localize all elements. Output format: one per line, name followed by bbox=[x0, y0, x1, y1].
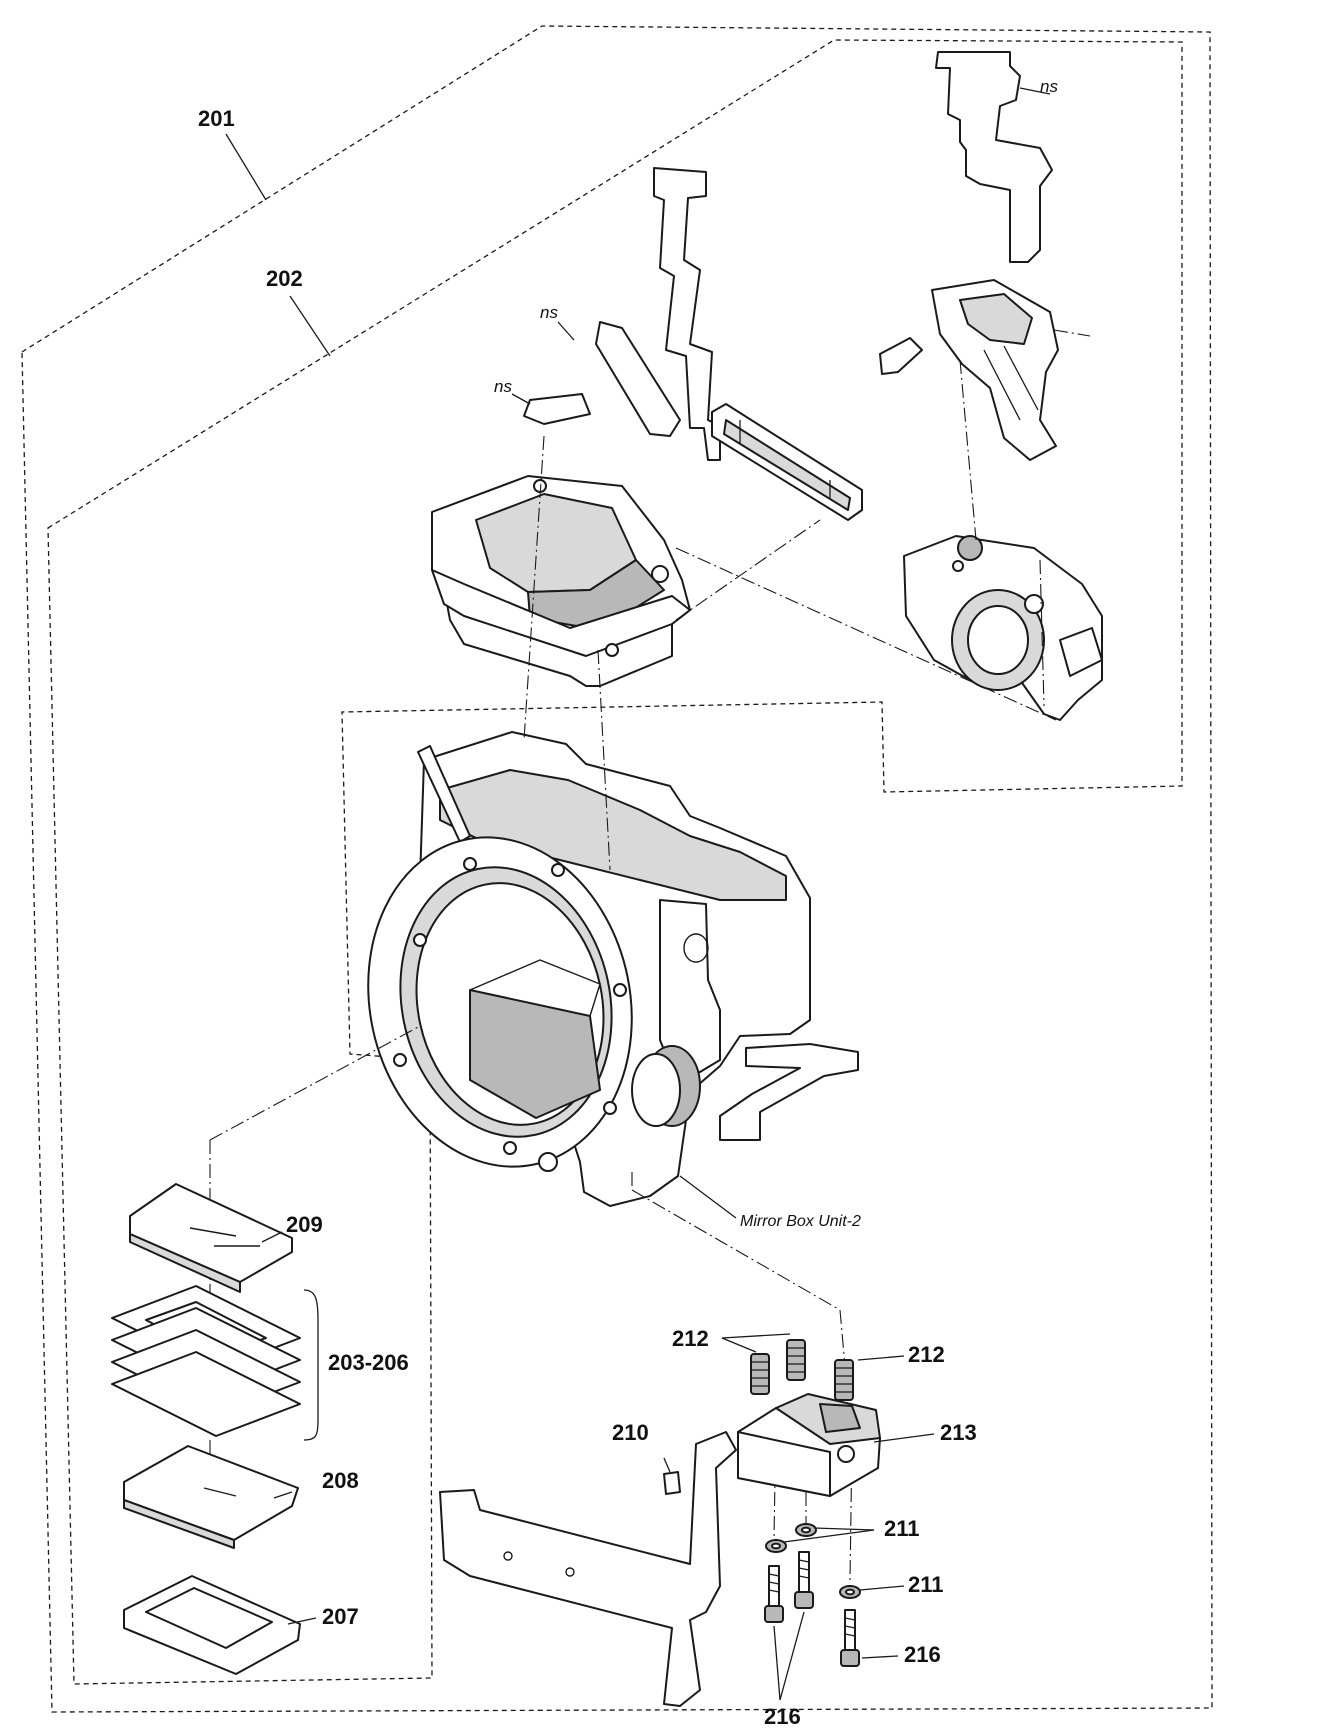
part-213-af-unit bbox=[737, 1393, 881, 1497]
leader-201 bbox=[225, 133, 267, 201]
bottom-flex-cable bbox=[439, 1431, 737, 1707]
sensor-rail bbox=[711, 403, 863, 521]
label-208: 208 bbox=[322, 1468, 359, 1493]
label-212-left: 212 bbox=[672, 1326, 709, 1351]
assembly-202-boundary bbox=[47, 39, 1183, 1685]
label-213: 213 bbox=[940, 1420, 977, 1445]
viewfinder-housing bbox=[431, 475, 691, 687]
ns-label-shim-small: ns bbox=[494, 377, 512, 396]
right-motor-unit bbox=[903, 535, 1103, 721]
ns-label-shim-long: ns bbox=[540, 303, 558, 322]
part-212-springs bbox=[750, 1339, 854, 1401]
label-211-lower: 211 bbox=[908, 1572, 944, 1597]
label-210: 210 bbox=[612, 1420, 649, 1445]
part-207-spring-frame bbox=[123, 1575, 301, 1675]
part-203-206-gasket-stack bbox=[111, 1285, 301, 1437]
label-202: 202 bbox=[266, 266, 303, 291]
part-210 bbox=[663, 1471, 681, 1495]
label-212-right: 212 bbox=[908, 1342, 945, 1367]
label-216-left: 216 bbox=[764, 1704, 801, 1729]
part-209-screen-frame bbox=[129, 1183, 293, 1293]
ns-shim-small bbox=[523, 393, 591, 425]
ns-label-top-flex: ns bbox=[1040, 77, 1058, 96]
label-216-right: 216 bbox=[904, 1642, 941, 1667]
center-flex-cable bbox=[653, 167, 721, 461]
label-209: 209 bbox=[286, 1212, 323, 1237]
ns-shim-long bbox=[595, 321, 681, 437]
side-flex-cable bbox=[719, 1043, 859, 1141]
label-207: 207 bbox=[322, 1604, 359, 1629]
part-208-screen-plate bbox=[123, 1445, 299, 1549]
label-211-upper: 211 bbox=[884, 1516, 920, 1541]
part-216-screws bbox=[764, 1551, 860, 1667]
top-flex-cable bbox=[935, 51, 1053, 263]
label-201: 201 bbox=[198, 106, 235, 131]
mirror-box-body bbox=[367, 731, 811, 1207]
label-203-206: 203-206 bbox=[328, 1350, 409, 1375]
leader-202 bbox=[289, 295, 331, 357]
part-211-washers bbox=[765, 1523, 861, 1599]
label-mirror-box-unit: Mirror Box Unit-2 bbox=[740, 1213, 861, 1230]
assembly-201-boundary bbox=[21, 25, 1213, 1713]
bracket-203-206 bbox=[303, 1289, 319, 1441]
upper-right-mechanism bbox=[879, 279, 1059, 461]
